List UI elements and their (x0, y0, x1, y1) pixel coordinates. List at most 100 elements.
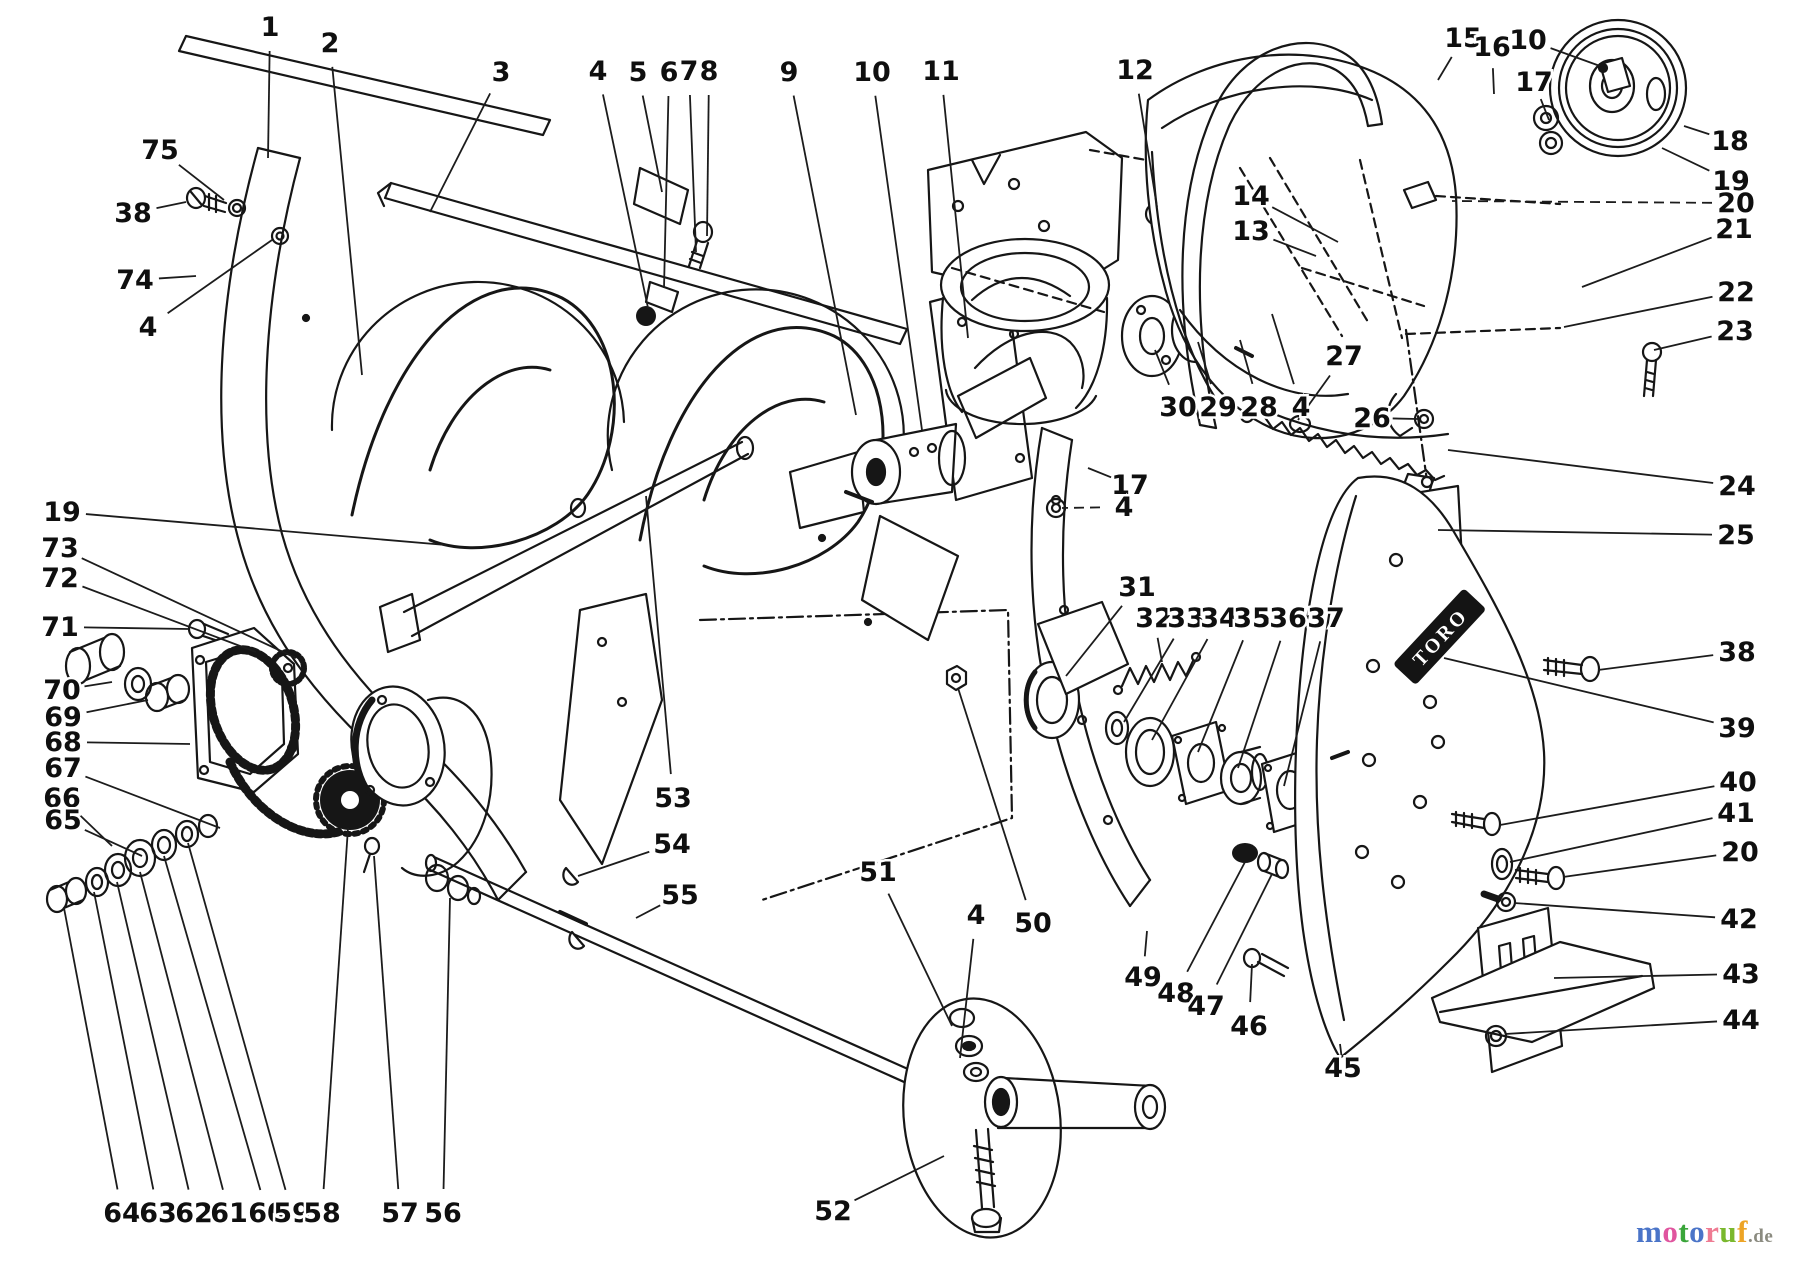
callout-21: 21 (1581, 212, 1755, 288)
callout-56: 56 (422, 897, 464, 1232)
svg-text:66: 66 (43, 783, 81, 814)
callout-11: 11 (920, 54, 969, 339)
svg-text:59: 59 (273, 1198, 311, 1229)
auger-spiral (350, 286, 885, 576)
lower-gear-case (350, 685, 493, 906)
svg-text:40: 40 (1719, 767, 1757, 798)
callout-65: 65 (42, 803, 143, 857)
callout-17: 17 (1513, 65, 1555, 121)
svg-text:53: 53 (654, 783, 692, 814)
svg-text:1: 1 (261, 12, 280, 43)
watermark-letter: r (1705, 1214, 1720, 1249)
watermark-letter: u (1719, 1214, 1738, 1249)
callout-59: 59 (187, 842, 313, 1232)
svg-text:19: 19 (43, 497, 81, 528)
svg-text:12: 12 (1116, 55, 1154, 86)
svg-text:54: 54 (653, 829, 691, 860)
callout-33: 33 (1123, 601, 1207, 723)
svg-text:69: 69 (44, 702, 82, 733)
callout-26: 26 (1351, 401, 1419, 437)
watermark-letter: o (1662, 1214, 1679, 1249)
callout-4: 4 (586, 54, 649, 309)
svg-text:8: 8 (700, 56, 719, 87)
callout-38: 38 (112, 196, 187, 232)
watermark-logo: motoruf.de (1636, 1214, 1773, 1249)
svg-text:58: 58 (303, 1198, 341, 1229)
svg-text:36: 36 (1269, 603, 1307, 634)
callout-48: 48 (1155, 861, 1246, 1012)
svg-text:26: 26 (1353, 403, 1391, 434)
svg-text:39: 39 (1718, 713, 1756, 744)
callout-46: 46 (1228, 963, 1270, 1045)
callout-73: 73 (39, 531, 297, 659)
svg-text:21: 21 (1715, 214, 1753, 245)
callout-35: 35 (1197, 601, 1273, 753)
callout-67: 67 (42, 751, 221, 829)
svg-text:4: 4 (589, 56, 608, 87)
svg-text:48: 48 (1157, 978, 1195, 1009)
svg-text:34: 34 (1200, 603, 1238, 634)
svg-text:25: 25 (1717, 520, 1755, 551)
svg-text:6: 6 (660, 57, 679, 88)
callout-75: 75 (139, 133, 225, 201)
svg-text:35: 35 (1233, 603, 1271, 634)
callout-22: 22 (1563, 275, 1757, 328)
svg-text:9: 9 (780, 57, 799, 88)
svg-text:74: 74 (116, 265, 154, 296)
svg-text:17: 17 (1515, 67, 1553, 98)
callout-37: 37 (1283, 601, 1347, 787)
svg-text:63: 63 (139, 1198, 177, 1229)
svg-text:37: 37 (1307, 603, 1345, 634)
svg-text:11: 11 (922, 56, 960, 87)
svg-text:55: 55 (661, 880, 699, 911)
callout-12: 12 (1114, 53, 1158, 208)
callout-4: 4 (136, 239, 273, 346)
callout-34: 34 (1151, 601, 1240, 741)
fasteners-right (1450, 655, 1601, 913)
callout-43: 43 (1553, 957, 1762, 993)
svg-text:67: 67 (44, 753, 82, 784)
svg-text:57: 57 (381, 1198, 419, 1229)
callout-10: 10 (851, 55, 923, 431)
svg-text:32: 32 (1135, 603, 1173, 634)
svg-text:33: 33 (1167, 603, 1205, 634)
svg-text:51: 51 (859, 857, 897, 888)
auger-shaft (378, 435, 755, 654)
auger-housing (177, 34, 909, 902)
svg-text:27: 27 (1325, 341, 1363, 372)
svg-text:20: 20 (1717, 188, 1755, 219)
svg-text:15: 15 (1444, 23, 1482, 54)
callout-71: 71 (39, 610, 190, 646)
svg-text:29: 29 (1199, 392, 1237, 423)
watermark-suffix: .de (1748, 1226, 1774, 1247)
svg-text:52: 52 (814, 1196, 852, 1227)
svg-text:4: 4 (139, 312, 158, 343)
svg-text:46: 46 (1230, 1011, 1268, 1042)
callout-30: 30 (1154, 349, 1199, 426)
svg-text:2: 2 (321, 28, 340, 59)
callout-25: 25 (1437, 518, 1757, 554)
svg-text:71: 71 (41, 612, 79, 643)
svg-text:23: 23 (1716, 316, 1754, 347)
callout-28: 28 (1238, 339, 1280, 426)
svg-text:44: 44 (1722, 1005, 1760, 1036)
bearing-assembly (945, 497, 1320, 978)
small-fasteners-top (185, 166, 714, 326)
callout-19: 19 (41, 495, 447, 546)
callout-38: 38 (1597, 635, 1758, 671)
svg-text:31: 31 (1118, 572, 1156, 603)
svg-text:61: 61 (210, 1198, 248, 1229)
callout-49: 49 (1122, 930, 1164, 996)
callout-19: 19 (1661, 147, 1752, 200)
callout-53: 53 (645, 495, 694, 817)
svg-text:38: 38 (114, 198, 152, 229)
chute-deflector (1144, 53, 1562, 440)
callout-50: 50 (957, 687, 1054, 942)
callout-20: 20 (1451, 186, 1757, 222)
svg-text:64: 64 (103, 1198, 141, 1229)
callout-4: 4 (959, 898, 988, 1059)
svg-text:43: 43 (1722, 959, 1760, 990)
svg-text:68: 68 (44, 727, 82, 758)
